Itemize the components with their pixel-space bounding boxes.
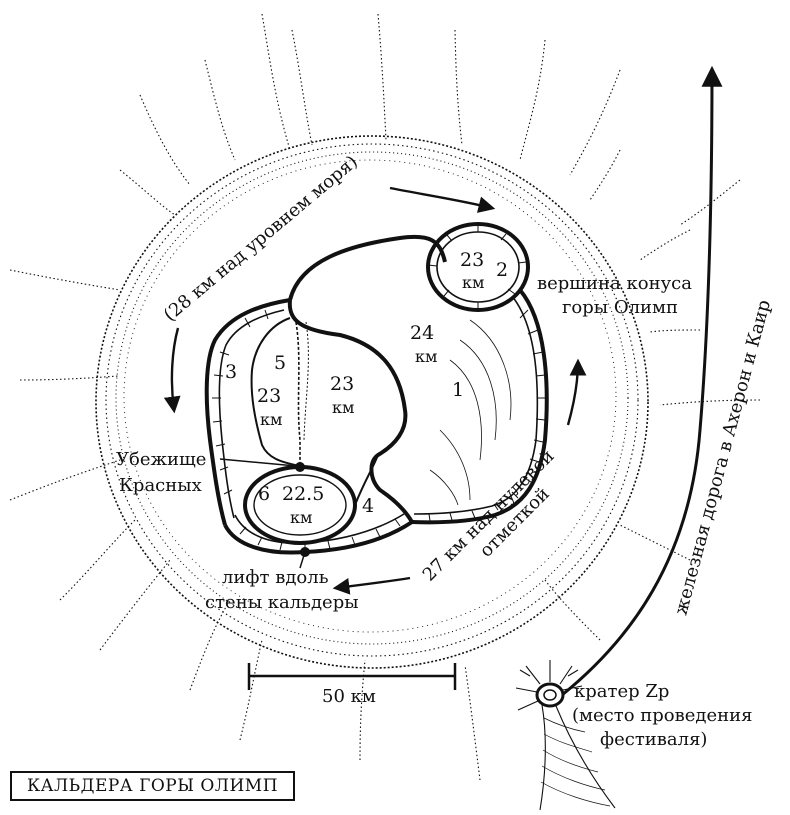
orbit-bottom-label-1: 27 км над нулевой [419, 446, 559, 586]
caldera-5-unit: км [260, 410, 282, 429]
caldera-6-depth: 22.5 [282, 483, 324, 505]
summit-label-1: вершина конуса [537, 273, 692, 294]
scale-bar [247, 663, 457, 690]
caldera-1-hatching [428, 309, 546, 522]
arrow-bottom [332, 576, 411, 595]
summit-label-2: горы Олимп [562, 297, 678, 318]
arrow-top [389, 186, 496, 213]
caldera-6-unit: км [290, 508, 312, 527]
caldera-4-number: 4 [362, 495, 374, 517]
caldera-6-number: 6 [258, 483, 270, 505]
lift-label-1: лифт вдоль [222, 567, 329, 588]
caldera-1-unit: км [415, 347, 437, 366]
caldera-3-number: 3 [225, 361, 237, 383]
railway-label: железная дорога в Ахерон и Каир [671, 298, 775, 618]
arrow-right [566, 358, 587, 426]
flank-radial-lines [9, 13, 761, 781]
railway-line [561, 65, 723, 697]
caldera-1-floor [429, 319, 512, 506]
map-title: КАЛЬДЕРА ГОРЫ ОЛИМП [10, 771, 295, 801]
crater-label-1: кратер Zp [574, 681, 669, 702]
caldera-1-depth: 24 [410, 322, 434, 344]
refuge-label-2: Красных [119, 475, 202, 496]
volcano-outer-rim [95, 135, 649, 669]
crater-zp [515, 660, 616, 811]
caldera-center-unit: км [332, 398, 354, 417]
crater-label-2: (место проведения [572, 705, 753, 726]
caldera-5-number: 5 [274, 352, 286, 374]
caldera-2-depth: 23 [460, 249, 484, 271]
caldera-center-depth: 23 [330, 373, 354, 395]
caldera-2-unit: км [462, 273, 484, 292]
crater-label-3: фестиваля) [600, 729, 707, 750]
caldera-5-depth: 23 [257, 385, 281, 407]
caldera-2-number: 2 [496, 259, 508, 281]
lift-label-2: стены кальдеры [205, 592, 359, 613]
refuge-label-1: Убежище [116, 449, 206, 470]
arrow-left [163, 327, 181, 414]
orbit-top-label: (28 км над уровнем моря) [160, 151, 362, 325]
caldera-1-number: 1 [452, 379, 464, 401]
refuge-marker [295, 462, 305, 472]
scale-label: 50 км [322, 686, 376, 707]
